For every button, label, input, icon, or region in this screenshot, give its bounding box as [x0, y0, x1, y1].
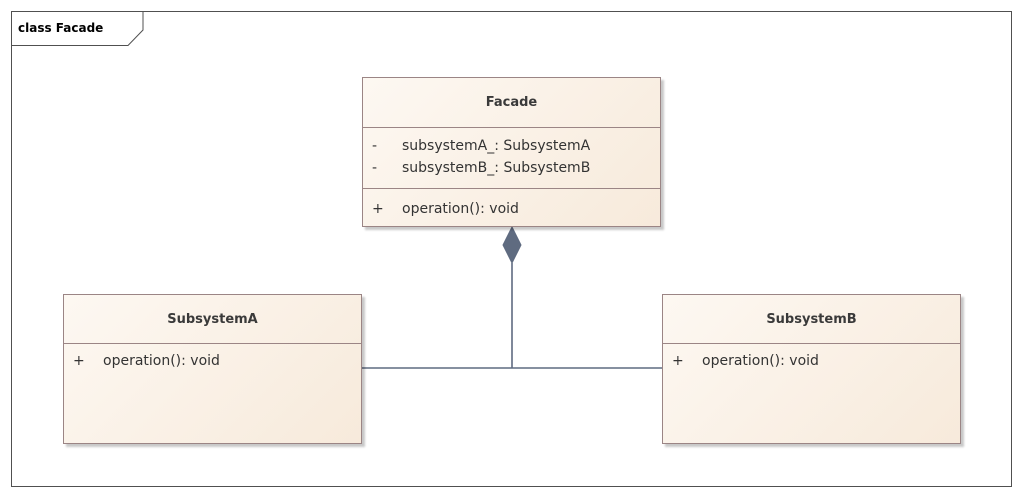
operation-row[interactable]: + operation(): void — [663, 350, 960, 372]
operation-text: operation(): void — [402, 201, 519, 217]
diagram-frame: class Facade — [11, 11, 1012, 487]
class-name: Facade — [363, 78, 660, 128]
attribute-text: subsystemB_: SubsystemB — [402, 160, 591, 176]
attribute-row[interactable]: - subsystemA_: SubsystemA — [363, 135, 660, 157]
attribute-row[interactable]: - subsystemB_: SubsystemB — [363, 157, 660, 179]
operation-row[interactable]: + operation(): void — [64, 350, 361, 372]
class-name: SubsystemA — [64, 295, 361, 344]
attribute-text: subsystemA_: SubsystemA — [402, 138, 591, 154]
operations-compartment: + operation(): void — [363, 189, 660, 227]
visibility-marker: + — [372, 201, 384, 217]
attributes-compartment: - subsystemA_: SubsystemA - subsystemB_:… — [363, 128, 660, 189]
visibility-marker: - — [372, 160, 378, 176]
visibility-marker: + — [73, 353, 85, 369]
operation-text: operation(): void — [702, 353, 819, 369]
class-name: SubsystemB — [663, 295, 960, 344]
operations-compartment: + operation(): void — [64, 344, 361, 372]
operation-row[interactable]: + operation(): void — [363, 198, 660, 220]
operations-compartment: + operation(): void — [663, 344, 960, 372]
class-subsystem-b[interactable]: SubsystemB + operation(): void — [662, 294, 961, 444]
class-facade[interactable]: Facade - subsystemA_: SubsystemA - subsy… — [362, 77, 661, 227]
visibility-marker: - — [372, 138, 378, 154]
visibility-marker: + — [672, 353, 684, 369]
frame-tab — [12, 12, 144, 46]
class-subsystem-a[interactable]: SubsystemA + operation(): void — [63, 294, 362, 444]
operation-text: operation(): void — [103, 353, 220, 369]
composition-diamond[interactable] — [502, 225, 522, 265]
frame-label: class Facade — [18, 21, 104, 35]
